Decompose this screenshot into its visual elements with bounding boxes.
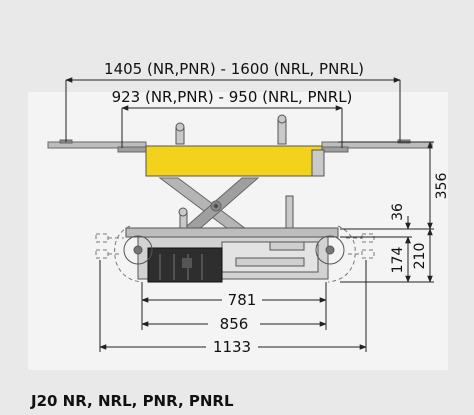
dim-height-base: 210 [412, 243, 428, 270]
dim-height-mid: 174 [390, 247, 406, 274]
dim-width-856: 856 [220, 315, 249, 333]
dim-height-step: 36 [390, 203, 406, 221]
dim-width-1133: 1133 [213, 338, 251, 356]
dimension-lines [65, 77, 434, 352]
dim-width-781: 781 [228, 291, 257, 309]
lower-pins [178, 195, 294, 233]
lifting-pins [175, 114, 287, 145]
yellow-beam [145, 145, 323, 177]
yellow-beam-end [311, 149, 325, 177]
dashed-outline [95, 225, 375, 283]
side-rollers [123, 235, 345, 265]
dim-inner-span: 923 (NR,PNR) - 950 (NRL, PNRL) [112, 88, 353, 106]
model-caption: J20 NR, NRL, PNR, PNRL [31, 392, 234, 410]
dim-height-max: 356 [434, 173, 450, 200]
scissor-mechanism [158, 177, 260, 233]
dim-overall-span: 1405 (NR,PNR) - 1600 (NRL, PNRL) [104, 60, 364, 78]
pump-housing [147, 247, 223, 283]
